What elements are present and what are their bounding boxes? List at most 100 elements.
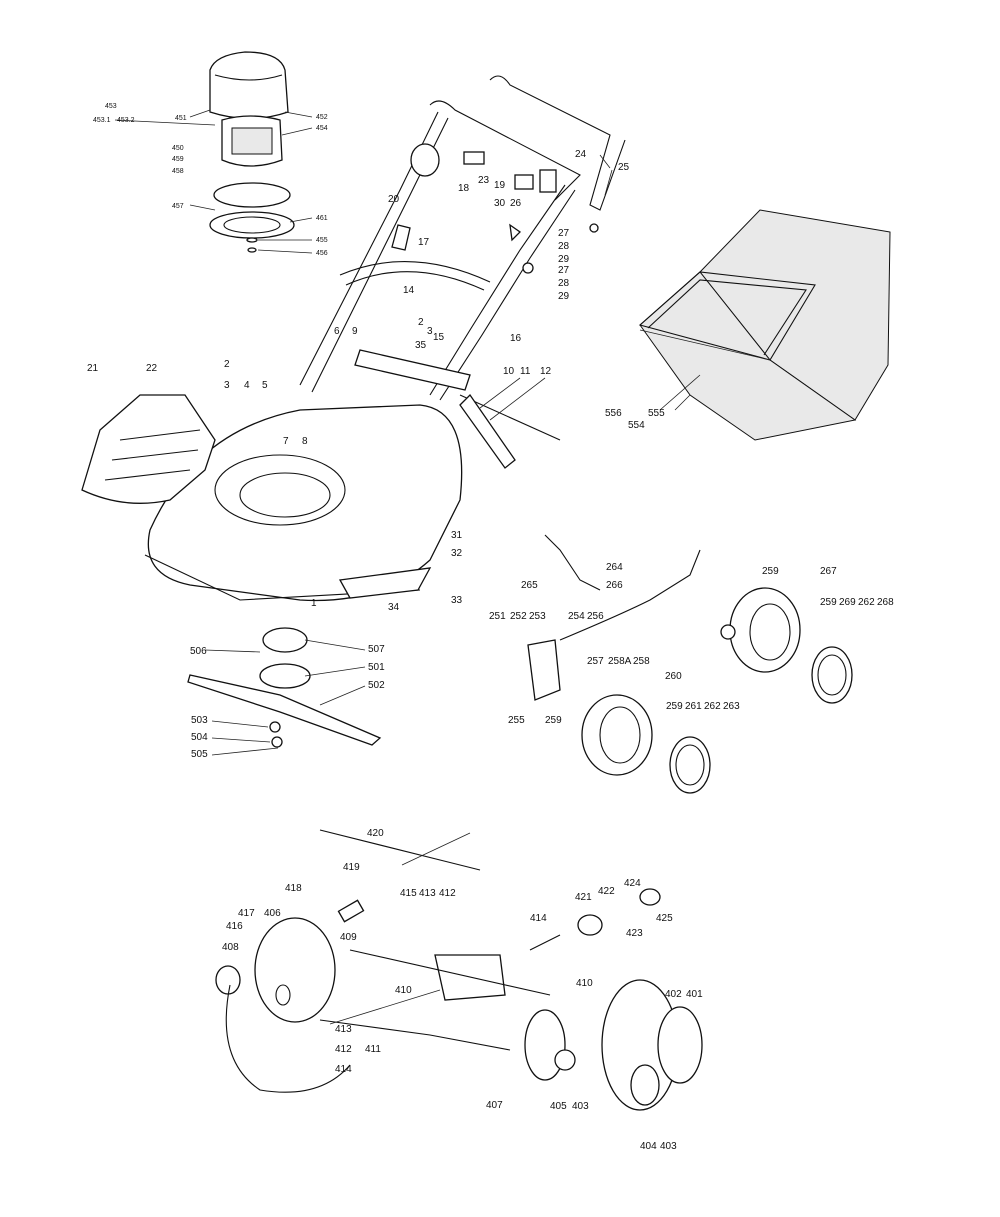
part-label: 9	[352, 326, 358, 337]
part-label: 269	[839, 597, 856, 608]
rear-cover	[81, 394, 216, 504]
part-label: 28	[558, 241, 570, 252]
grass-box	[638, 209, 891, 441]
part-label: 23	[478, 175, 490, 186]
part-label: 502	[368, 680, 385, 691]
part-label: 252	[510, 611, 527, 622]
part-label: 459	[172, 156, 184, 163]
part-label: 405	[550, 1101, 567, 1112]
drive-assembly	[215, 829, 703, 1111]
part-label: 14	[403, 285, 415, 296]
part-label: 19	[494, 180, 506, 191]
part-label: 26	[510, 198, 522, 209]
part-label: 30	[494, 198, 506, 209]
part-label: 261	[685, 701, 702, 712]
part-label: 423	[626, 928, 643, 939]
part-label: 24	[575, 149, 587, 160]
part-label: 411	[365, 1044, 381, 1055]
part-label: 262	[704, 701, 721, 712]
part-label: 265	[521, 580, 538, 591]
part-label: 33	[451, 595, 463, 606]
part-label: 403	[660, 1141, 677, 1152]
part-label: 407	[486, 1100, 503, 1111]
part-label: 414	[335, 1064, 352, 1075]
part-label: 266	[606, 580, 623, 591]
part-label: 2	[418, 317, 424, 328]
part-label: 501	[368, 662, 385, 673]
part-label: 260	[665, 671, 682, 682]
part-label: 505	[191, 749, 208, 760]
part-label: 4	[244, 380, 250, 391]
part-label: 457	[172, 203, 184, 210]
part-label: 258	[633, 656, 650, 667]
part-label: 35	[415, 340, 427, 351]
part-label: 8	[302, 436, 308, 447]
part-label: 257	[587, 656, 604, 667]
part-label: 455	[316, 237, 328, 244]
part-label: 16	[510, 333, 522, 344]
part-label: 259	[820, 597, 837, 608]
part-label: 410	[395, 985, 412, 996]
part-label: 7	[283, 436, 289, 447]
motor-assembly	[209, 51, 295, 253]
part-label: 416	[226, 921, 243, 932]
part-label: 504	[191, 732, 208, 743]
part-label: 17	[418, 237, 430, 248]
part-label: 253	[529, 611, 546, 622]
part-label: 415	[400, 888, 417, 899]
part-label: 259	[762, 566, 779, 577]
part-label: 406	[264, 908, 281, 919]
part-label: 425	[656, 913, 673, 924]
front-wheel-assembly	[527, 534, 711, 794]
part-label: 453.1	[93, 117, 111, 124]
part-label: 450	[172, 145, 184, 152]
part-label: 461	[316, 215, 328, 222]
part-label: 263	[723, 701, 740, 712]
part-label: 401	[686, 989, 703, 1000]
part-label: 22	[146, 363, 158, 374]
part-label: 506	[190, 646, 207, 657]
part-label: 417	[238, 908, 255, 919]
part-label: 254	[568, 611, 585, 622]
part-label: 29	[558, 291, 570, 302]
part-label: 420	[367, 828, 384, 839]
part-label: 413	[335, 1024, 352, 1035]
part-label: 555	[648, 408, 665, 419]
part-label: 556	[605, 408, 622, 419]
rear-wheel-assembly	[720, 587, 853, 704]
part-label: 418	[285, 883, 302, 894]
part-label: 6	[334, 326, 340, 337]
part-label: 3	[224, 380, 230, 391]
part-label: 402	[665, 989, 682, 1000]
part-label: 259	[545, 715, 562, 726]
part-label: 554	[628, 420, 645, 431]
mower-deck	[144, 404, 463, 602]
part-label: 453	[105, 103, 117, 110]
part-label: 11	[520, 366, 531, 377]
part-label: 255	[508, 715, 525, 726]
part-label: 422	[598, 886, 615, 897]
part-label: 412	[335, 1044, 352, 1055]
part-label: 34	[388, 602, 400, 613]
leader-lines	[114, 109, 771, 1025]
part-label: 451	[175, 115, 187, 122]
part-label: 267	[820, 566, 837, 577]
part-label: 507	[368, 644, 385, 655]
part-label: 414	[530, 913, 547, 924]
part-label: 20	[388, 194, 400, 205]
part-label: 15	[433, 332, 445, 343]
part-label: 29	[558, 254, 570, 265]
part-label: 27	[558, 228, 570, 239]
part-label: 259	[666, 701, 683, 712]
part-label: 453.2	[117, 117, 135, 124]
part-label: 258A	[608, 656, 632, 667]
part-label: 503	[191, 715, 208, 726]
part-label: 31	[451, 530, 463, 541]
part-label: 454	[316, 125, 328, 132]
part-label: 251	[489, 611, 506, 622]
part-label: 424	[624, 878, 641, 889]
part-label: 27	[558, 265, 570, 276]
part-label: 456	[316, 250, 328, 257]
part-label: 458	[172, 168, 184, 175]
